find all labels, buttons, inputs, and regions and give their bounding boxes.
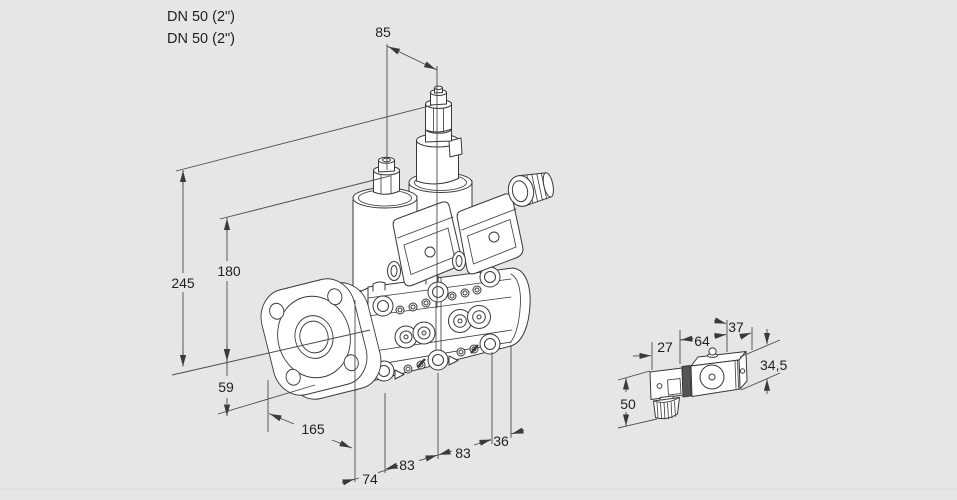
flow-arrow-icon	[448, 355, 459, 366]
product-label-1: DN 50 (2")	[167, 9, 235, 25]
body-bolts	[372, 266, 501, 382]
dim-245-label: 245	[171, 275, 195, 291]
coil-junction-band	[681, 364, 692, 398]
product-label-2: DN 50 (2")	[167, 31, 235, 47]
dim-74-label: 74	[362, 471, 378, 487]
right-cover	[452, 193, 524, 275]
coil-side-hole	[739, 368, 746, 374]
flange	[260, 278, 382, 400]
solenoid-coil	[690, 347, 748, 397]
valve-body	[367, 260, 531, 383]
cable-gland	[507, 172, 554, 207]
dim-34-5-label: 34,5	[760, 357, 787, 373]
connector-box	[649, 367, 684, 420]
main-view	[260, 85, 554, 400]
dim-83-label-2: 83	[455, 445, 471, 461]
dim-36-label: 36	[493, 433, 509, 449]
dim-59-label: 59	[218, 379, 234, 395]
dim-64-label: 64	[694, 333, 710, 349]
detail-view	[649, 347, 748, 420]
flow-arrow-icon	[394, 369, 405, 380]
left-cover	[387, 201, 462, 287]
body-ports	[394, 305, 491, 349]
flange-bolt-hole	[327, 288, 343, 306]
dim-27-label: 27	[657, 339, 673, 355]
dim-165-label: 165	[301, 421, 325, 437]
dim-180-label: 180	[217, 263, 241, 279]
dim-37-label: 37	[728, 319, 744, 335]
coil-top-screw	[708, 347, 717, 356]
dim-85-label: 85	[375, 24, 391, 40]
seal-mark	[417, 344, 479, 368]
flange-bolt-hole	[269, 302, 285, 320]
flange-bolt-hole	[285, 368, 301, 386]
dim-50-label: 50	[620, 396, 636, 412]
dim-83-label-1: 83	[399, 457, 415, 473]
cable-gland-nut	[653, 397, 680, 420]
dimension-annotations: DN 50 (2") DN 50 (2") 85 245 180 59 165 …	[167, 9, 787, 487]
